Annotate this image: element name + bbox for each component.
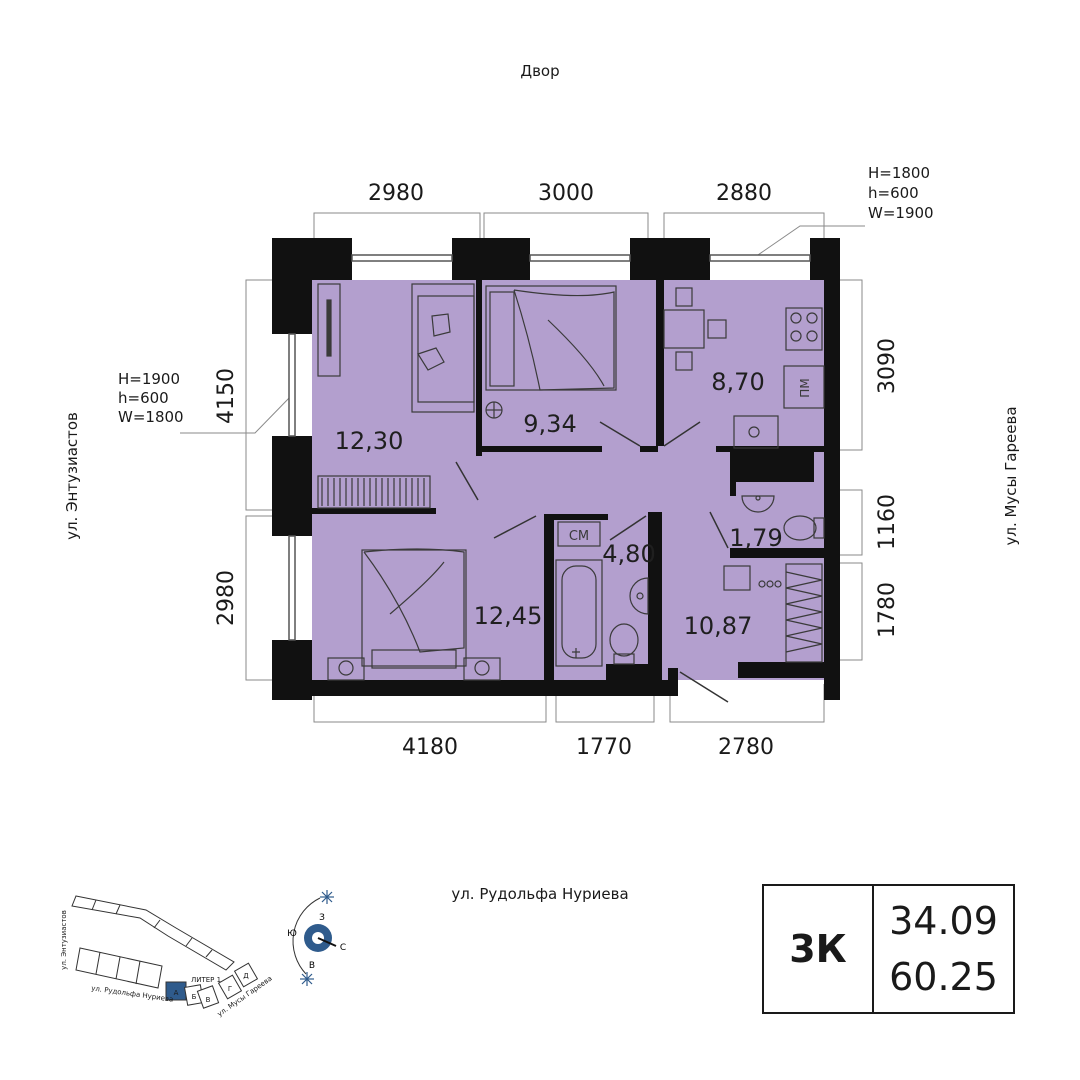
wardrobe <box>317 475 431 509</box>
compass-icon <box>292 890 337 986</box>
street-bottom: ул. Рудольфа Нуриева <box>451 885 628 903</box>
walls <box>272 238 840 700</box>
washer-label: СМ <box>569 529 589 544</box>
apartment-info-box: 3К 34.09 60.25 <box>762 884 1015 1014</box>
street-left: ул. Энтузиастов <box>63 412 81 540</box>
street-right: ул. Мусы Гареева <box>1002 406 1020 545</box>
appliance-labels: СМ ПМ <box>569 378 812 544</box>
sink <box>733 415 779 449</box>
wc-toilet <box>783 515 817 541</box>
win-right-h: H=1800 <box>868 164 930 182</box>
bed-bottom <box>361 549 467 667</box>
room-areas: 12,30 9,34 8,70 12,45 4,80 1,79 10,87 <box>335 368 783 640</box>
bathtub <box>555 559 603 667</box>
area-bedroom-bottom: 12,45 <box>474 602 543 630</box>
windows <box>288 254 811 641</box>
minimap-sec-d: Г <box>228 985 232 993</box>
yard-label: Двор <box>520 62 559 80</box>
area-kitchen: 8,70 <box>711 368 764 396</box>
dim-top-2: 3000 <box>538 181 594 206</box>
dishwasher <box>783 365 825 409</box>
apartment-areas: 34.09 60.25 <box>874 886 1013 1012</box>
win-left-w: W=1800 <box>118 408 184 426</box>
total-area: 60.25 <box>889 955 998 999</box>
hall-wardrobe <box>785 563 823 663</box>
area-hall: 10,87 <box>684 612 753 640</box>
compass-west: З <box>319 913 325 923</box>
minimap-street-b: ул. Рудольфа Нуриева <box>91 984 174 1003</box>
compass-labels: З Ю С В <box>287 913 346 971</box>
compass-north: С <box>340 943 346 953</box>
dim-left-2: 2980 <box>214 570 239 626</box>
minimap-sec-c: В <box>206 996 211 1004</box>
dimension-labels: 2980 3000 2880 4180 1770 2780 4150 2980 … <box>214 181 900 760</box>
compass-east: В <box>309 961 315 971</box>
dim-top-1: 2980 <box>368 181 424 206</box>
washer <box>557 521 601 547</box>
area-bathroom: 4,80 <box>602 540 655 568</box>
dim-top-3: 2880 <box>716 181 772 206</box>
bath-sink <box>629 577 649 615</box>
minimap-sec-a: А <box>174 989 179 997</box>
street-labels: Двор ул. Энтузиастов ул. Мусы Гареева ул… <box>63 62 1020 903</box>
minimap-street-a: ул. Энтузиастов <box>60 910 68 970</box>
wc-sink <box>741 495 775 513</box>
dishwasher-label: ПМ <box>798 378 812 397</box>
dim-bottom-3: 2780 <box>718 735 774 760</box>
doors <box>455 421 729 703</box>
win-left-h: H=1900 <box>118 370 180 388</box>
hall-shelf <box>723 565 751 591</box>
dining-table <box>663 309 705 349</box>
tv-stand <box>317 283 341 377</box>
dim-right-1: 3090 <box>875 338 900 394</box>
area-living: 12,30 <box>335 427 404 455</box>
dim-left-1: 4150 <box>214 368 239 424</box>
area-wc: 1,79 <box>729 524 782 552</box>
apartment-type: 3К <box>764 886 874 1012</box>
win-right-w: W=1900 <box>868 204 934 222</box>
minimap <box>71 895 259 1009</box>
minimap-sec-b: Б <box>192 993 197 1001</box>
compass-south: Ю <box>287 929 297 939</box>
minimap-liter: ЛИТЕР 1 <box>191 976 221 984</box>
win-right-hh: h=600 <box>868 184 919 202</box>
dimension-lines <box>180 212 865 723</box>
furniture <box>317 283 825 681</box>
living-area: 34.09 <box>889 899 998 943</box>
nightstand <box>327 657 365 681</box>
dim-right-2: 1160 <box>875 494 900 550</box>
minimap-sec-e: Д <box>243 972 249 980</box>
area-bedroom-top: 9,34 <box>523 410 576 438</box>
window-specs: H=1900 h=600 W=1800 H=1800 h=600 W=1900 <box>118 164 934 426</box>
dim-bottom-1: 4180 <box>402 735 458 760</box>
dim-right-3: 1780 <box>875 582 900 638</box>
bath-toilet <box>609 623 639 657</box>
dim-bottom-2: 1770 <box>576 735 632 760</box>
stove <box>785 307 823 351</box>
win-left-hh: h=600 <box>118 389 169 407</box>
